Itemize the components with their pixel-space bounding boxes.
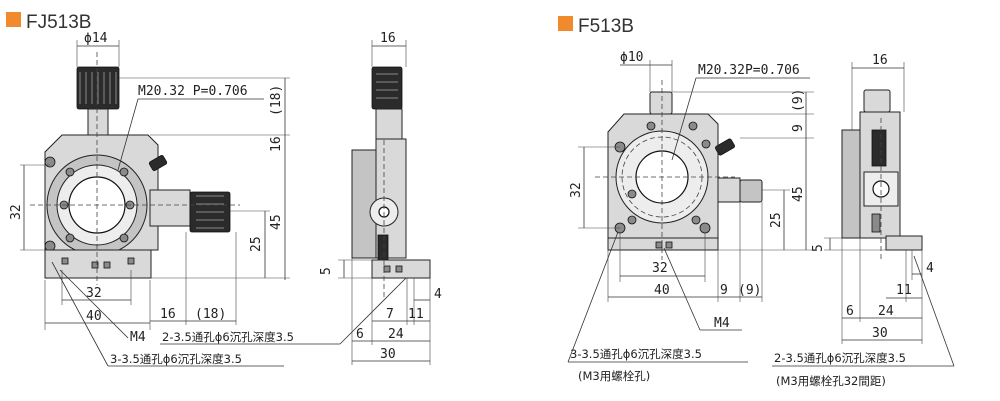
f513b-side-view	[841, 89, 923, 260]
fj513b-side-dim-11: 11	[408, 307, 424, 322]
f513b-side-dim-6: 6	[846, 304, 854, 319]
f513b-side-dim-30: 30	[872, 326, 888, 341]
fj513b-front-view	[30, 52, 240, 285]
fj513b-title: FJ513B	[26, 12, 91, 33]
fj513b-dimensions: ϕ14 M20.32 P=0.706 (18) 16 45 25 32 32	[9, 31, 413, 367]
f513b-dim-25: 25	[769, 212, 784, 228]
fj513b-dim-25: 25	[249, 236, 264, 252]
f513b-side-dim-24: 24	[878, 304, 894, 319]
fj513b-side-dim-6: 6	[356, 327, 364, 342]
f513b-side-dim-4: 4	[926, 261, 934, 276]
fj513b-dim-40: 40	[86, 309, 102, 324]
f513b-dim-40: 40	[654, 283, 670, 298]
f513b-dimensions: ϕ10 M20.32P=0.706 (9) 9 45 25 32 32	[567, 50, 814, 383]
fj513b-side-dim-5: 5	[319, 267, 334, 275]
f513b-title-marker	[558, 16, 573, 31]
f513b-title: F513B	[578, 16, 634, 37]
f513b-dim-9b: 9	[791, 124, 806, 132]
f513b-dim-thread: M20.32P=0.706	[698, 63, 800, 78]
f513b-note-2holes-sub: (M3用螺栓孔32間距)	[776, 374, 886, 388]
f513b-note-3holes-sub: (M3用螺栓孔)	[578, 369, 650, 383]
fj513b-note-3holes: 3-3.5通孔ϕ6沉孔深度3.5	[110, 352, 242, 366]
fj513b-dim-phi: ϕ14	[84, 31, 108, 46]
f513b-side-dim-11: 11	[896, 283, 912, 298]
fj513b-dim-32v: 32	[9, 204, 24, 220]
f513b-dim-9d: (9)	[738, 283, 761, 298]
f513b-section: F513B	[558, 16, 955, 388]
fj513b-side-dim-24: 24	[388, 327, 404, 342]
fj513b-section: FJ513B	[6, 12, 442, 367]
fj513b-side-dimensions: 16 5 4 7 11 6 24 30	[319, 31, 442, 365]
f513b-front-view	[595, 80, 763, 260]
f513b-dim-32h: 32	[652, 261, 668, 276]
f513b-dim-9c: 9	[720, 283, 728, 298]
f513b-dim-9a: (9)	[791, 89, 806, 112]
fj513b-side-dim-7: 7	[386, 307, 394, 322]
f513b-dim-45: 45	[791, 186, 806, 202]
fj513b-dim-thread: M20.32 P=0.706	[138, 84, 248, 99]
f513b-dim-32v: 32	[569, 182, 584, 198]
fj513b-dim-16h: 16	[160, 307, 176, 322]
fj513b-dim-16v: 16	[269, 136, 284, 152]
fj513b-side-view	[351, 66, 431, 300]
fj513b-title-marker	[6, 12, 21, 27]
fj513b-side-dim-16: 16	[380, 31, 396, 46]
f513b-note-2holes: 2-3.5通孔ϕ6沉孔深度3.5	[774, 351, 906, 365]
f513b-side-dim-5: 5	[811, 244, 826, 252]
fj513b-note-2holes: 2-3.5通孔ϕ6沉孔深度3.5	[162, 330, 294, 344]
f513b-note-3holes: 3-3.5通孔ϕ6沉孔深度3.5	[570, 347, 702, 361]
f513b-side-dim-16: 16	[872, 53, 888, 68]
fj513b-side-dim-4: 4	[434, 287, 442, 302]
f513b-dim-m4: M4	[714, 316, 730, 331]
fj513b-dim-18h: (18)	[195, 307, 226, 322]
fj513b-dim-18v: (18)	[269, 85, 284, 116]
f513b-dim-phi: ϕ10	[620, 50, 643, 65]
fj513b-dim-45: 45	[269, 214, 284, 230]
fj513b-dim-m4: M4	[130, 330, 146, 345]
fj513b-dim-32h: 32	[86, 286, 102, 301]
f513b-side-dimensions: 16 5 4 11 6 24 30 2-3.5通孔ϕ6沉孔深度3.5 (M3用螺…	[772, 53, 955, 388]
fj513b-side-dim-30: 30	[380, 347, 396, 362]
